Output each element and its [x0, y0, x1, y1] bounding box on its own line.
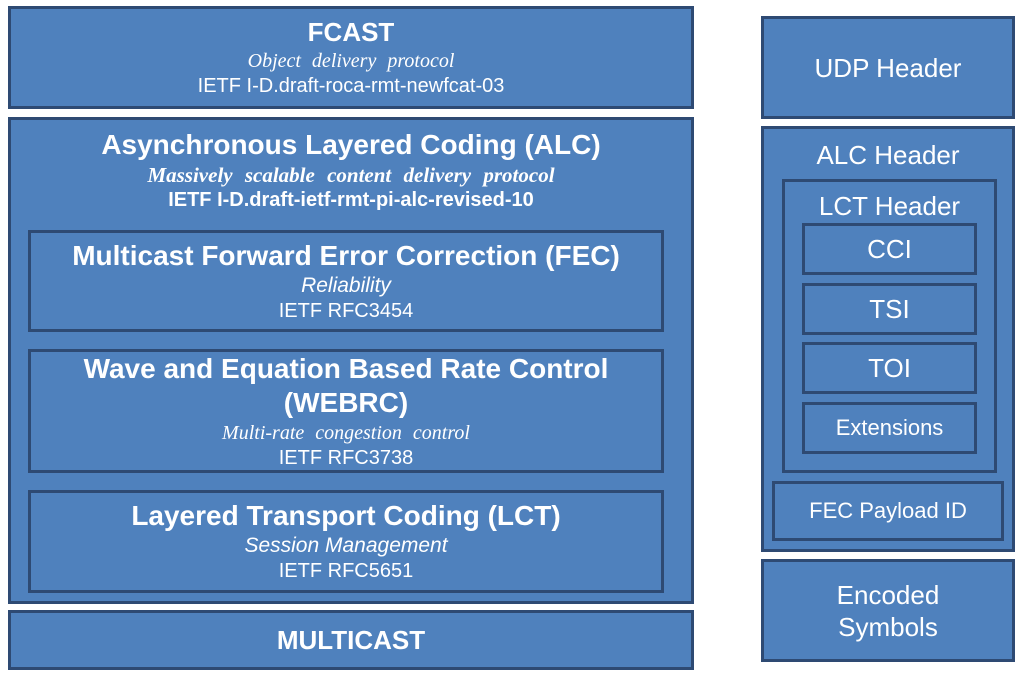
encoded-symbols-box: Encoded Symbols [761, 559, 1015, 662]
fcast-title: FCAST [307, 17, 395, 47]
udp-header-box: UDP Header [761, 16, 1015, 119]
fec-payload-id-label: FEC Payload ID [809, 498, 967, 523]
alc-header-label: ALC Header [816, 140, 960, 170]
toi-label: TOI [868, 353, 911, 383]
lct-subtitle: Session Management [244, 534, 448, 557]
fcast-subtitle: Object delivery protocol [247, 50, 455, 72]
alc-ref: IETF I-D.draft-ietf-rmt-pi-alc-revised-1… [168, 189, 534, 211]
fec-layer: Multicast Forward Error Correction (FEC)… [28, 230, 664, 332]
lct-layer: Layered Transport Coding (LCT) Session M… [28, 490, 664, 593]
encoded-symbols-line2: Symbols [838, 611, 938, 642]
fec-subtitle: Reliability [301, 273, 391, 297]
extensions-label: Extensions [835, 415, 944, 440]
alc-header-box: ALC Header LCT Header CCI TSI TOI Extens… [761, 126, 1015, 552]
alc-heading: Asynchronous Layered Coding (ALC) Massiv… [11, 128, 691, 213]
cci-label: CCI [867, 234, 912, 264]
webrc-subtitle: Multi-rate congestion control [222, 421, 470, 444]
lct-ref: IETF RFC5651 [278, 560, 414, 582]
webrc-title-line2: (WEBRC) [283, 386, 409, 418]
tsi-field: TSI [802, 283, 977, 335]
webrc-layer: Wave and Equation Based Rate Control (WE… [28, 349, 664, 473]
lct-header-box: LCT Header CCI TSI TOI Extensions [782, 179, 997, 473]
tsi-label: TSI [869, 294, 910, 324]
alc-title: Asynchronous Layered Coding (ALC) [101, 129, 601, 160]
fec-title: Multicast Forward Error Correction (FEC) [72, 239, 620, 271]
fec-ref: IETF RFC3454 [278, 299, 414, 322]
fcast-layer: FCAST Object delivery protocol IETF I-D.… [8, 6, 694, 109]
encoded-symbols-line1: Encoded [836, 579, 940, 610]
multicast-layer: MULTICAST [8, 610, 694, 670]
alc-subtitle: Massively scalable content delivery prot… [147, 163, 555, 187]
fcast-ref: IETF I-D.draft-roca-rmt-newfcat-03 [197, 75, 505, 97]
extensions-field: Extensions [802, 402, 977, 454]
lct-title: Layered Transport Coding (LCT) [131, 500, 561, 531]
alc-layer: Asynchronous Layered Coding (ALC) Massiv… [8, 117, 694, 604]
udp-header-label: UDP Header [814, 52, 962, 83]
multicast-title: MULTICAST [276, 625, 426, 655]
cci-field: CCI [802, 223, 977, 275]
webrc-ref: IETF RFC3738 [278, 446, 414, 469]
toi-field: TOI [802, 342, 977, 394]
fec-payload-id-box: FEC Payload ID [772, 481, 1004, 541]
lct-header-label: LCT Header [818, 191, 961, 221]
webrc-title-line1: Wave and Equation Based Rate Control [83, 352, 609, 384]
